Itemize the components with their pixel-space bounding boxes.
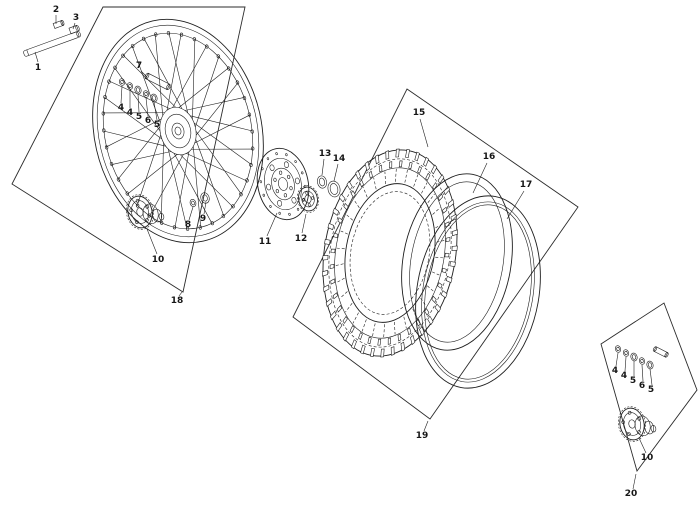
- callout-9: 9: [200, 214, 206, 224]
- ring-9: [198, 191, 212, 205]
- axle-nut: [53, 20, 65, 28]
- front-wheel: [71, 2, 285, 260]
- callout-5b: 5: [154, 120, 160, 130]
- callout-4d: 4: [621, 371, 627, 381]
- washer-4c: [614, 344, 622, 354]
- frame-front-wheel-group: [12, 7, 245, 292]
- tire-knobs-outer: [322, 148, 458, 358]
- frame-tire-group: [293, 89, 578, 419]
- callout-5a: 5: [136, 112, 142, 122]
- callout-4b: 4: [127, 108, 133, 118]
- washer-4d: [622, 348, 630, 358]
- callout-20: 20: [625, 489, 638, 499]
- seal-13: [316, 175, 328, 189]
- callout-10b: 10: [641, 453, 654, 463]
- callout-11: 11: [259, 237, 272, 247]
- tire-knobs-inner: [329, 160, 451, 346]
- seal-5a: [133, 84, 143, 96]
- callout-1: 1: [35, 63, 41, 73]
- drive-flange: [295, 184, 321, 215]
- spacer-6b: [638, 356, 646, 366]
- seal-5c: [629, 351, 639, 363]
- frame-rear-hub-group: [601, 303, 697, 471]
- callout-4c: 4: [612, 366, 618, 376]
- rear-axle-sleeve: [653, 346, 669, 358]
- callout-8: 8: [185, 220, 191, 230]
- callout-15: 15: [413, 108, 426, 118]
- callout-2: 2: [53, 5, 59, 15]
- callout-14: 14: [333, 154, 346, 164]
- callout-19: 19: [416, 431, 429, 441]
- seal-5d: [645, 359, 655, 371]
- washer-4a: [118, 77, 126, 87]
- callout-18: 18: [171, 296, 184, 306]
- brake-disc: [251, 144, 315, 225]
- callout-16: 16: [483, 152, 496, 162]
- ring-8: [188, 198, 198, 208]
- bearing-14: [326, 180, 341, 198]
- spokes-set-a: [103, 33, 253, 229]
- callout-6: 6: [145, 116, 151, 126]
- callout-7: 7: [136, 61, 142, 71]
- callout-5d: 5: [648, 385, 654, 395]
- rear-hub: [614, 401, 658, 445]
- inner-tube: [388, 165, 525, 359]
- callout-10a: 10: [152, 255, 165, 265]
- callout-6b: 6: [639, 381, 645, 391]
- rim-band: [401, 186, 555, 398]
- tire-tread-lines: [334, 168, 446, 338]
- callout-3: 3: [73, 13, 79, 23]
- axle-end-spacer: [69, 25, 80, 34]
- callout-5c: 5: [630, 376, 636, 386]
- callout-12: 12: [295, 234, 308, 244]
- tire: [322, 148, 458, 358]
- axle-rod: [23, 31, 81, 57]
- callout-4a: 4: [118, 103, 124, 113]
- callout-17: 17: [520, 180, 533, 190]
- callout-labels: 1 2 3 7 4 4 5 6 5 8 9 10 18 11 12 13 14 …: [35, 5, 654, 499]
- callout-13: 13: [319, 149, 332, 159]
- disc-bolt-holes: [273, 170, 293, 198]
